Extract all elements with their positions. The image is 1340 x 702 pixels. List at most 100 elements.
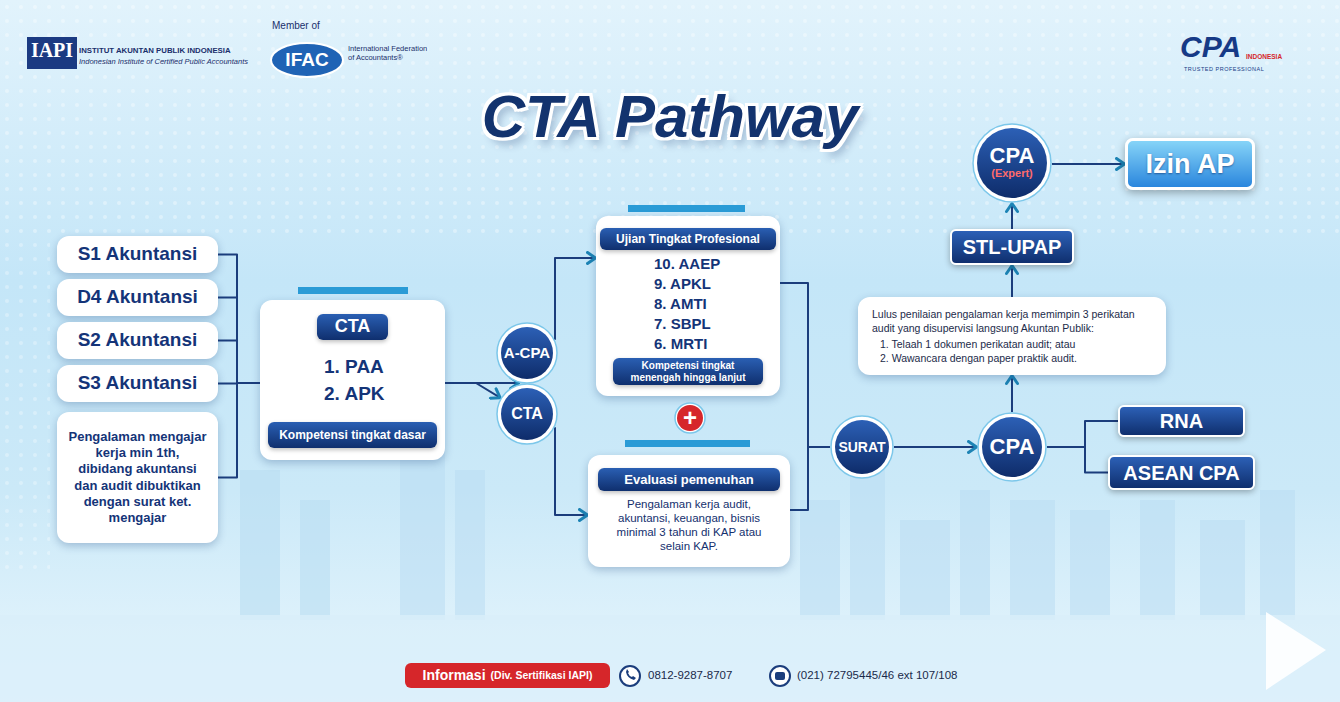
- node-text: Kompetensi tingkat menengah hingga lanju…: [619, 360, 757, 383]
- connector: [1011, 265, 1013, 297]
- circle-fill: [677, 405, 703, 431]
- node-text: Lulus penilaian pengalaman kerja memimpi…: [872, 307, 1152, 335]
- logo-text: International Federation of Accountants®: [348, 45, 428, 62]
- connector: [894, 446, 977, 448]
- node-text: S1 Akuntansi: [78, 243, 198, 266]
- dot-pattern: [0, 0, 1340, 240]
- route-circle: A-CPA: [496, 322, 558, 384]
- connector: [1047, 447, 1108, 473]
- route-circle: CTA: [496, 383, 558, 445]
- skyline-building: [1140, 500, 1175, 620]
- node-text: (Expert): [991, 167, 1033, 180]
- accent-bar: [298, 287, 408, 294]
- cpa-circle: CPA: [977, 412, 1047, 482]
- page-title: CTA Pathway: [0, 84, 1340, 150]
- node-text: STL-UPAP: [963, 235, 1062, 259]
- node-text: +: [683, 406, 697, 430]
- node-text: 9. APKL: [654, 274, 711, 294]
- logo-text: CPA: [1180, 30, 1241, 65]
- skyline-building: [300, 500, 330, 620]
- node-text: CTA: [335, 316, 371, 338]
- connector: [218, 383, 260, 478]
- node-text: A-CPA: [504, 344, 550, 362]
- node-text: Pengalaman mengajar kerja min 1th, dibid…: [67, 429, 208, 527]
- circle-fill: [982, 417, 1042, 477]
- stl-upap-box: STL-UPAP: [950, 229, 1074, 265]
- level-pill: Kompetensi tingkat menengah hingga lanju…: [613, 358, 763, 385]
- logo-text: INSTITUT AKUNTAN PUBLIK INDONESIA: [79, 47, 231, 56]
- recognition-box: ASEAN CPA: [1108, 455, 1255, 490]
- degree-box: S2 Akuntansi: [57, 322, 218, 359]
- logo-text: Member of: [272, 20, 320, 32]
- node-text: D4 Akuntansi: [77, 286, 198, 309]
- logo-text: IAPI: [29, 39, 75, 62]
- stage-heading: CTA: [317, 314, 388, 340]
- skyline-building: [455, 470, 485, 620]
- circle-ring: [497, 384, 557, 444]
- skyline-building: [1070, 510, 1110, 620]
- connector: [1052, 163, 1125, 165]
- skyline-building: [900, 520, 950, 620]
- logo-text: TRUSTED PROFESSIONAL: [1184, 66, 1264, 72]
- skyline-building: [240, 470, 280, 620]
- circle-fill: [977, 128, 1047, 198]
- water-band: [0, 615, 1340, 702]
- logo-text: IFAC: [271, 49, 343, 71]
- degree-box: S1 Akuntansi: [57, 236, 218, 273]
- circle-ring: [497, 323, 557, 383]
- connector: [555, 427, 588, 515]
- accent-bar: [628, 205, 745, 212]
- node-text: 6. MRTI: [654, 334, 707, 354]
- logo-oval: [271, 43, 343, 77]
- node-text: Pengalaman kerja audit, akuntansi, keuan…: [600, 498, 778, 553]
- connector: [1047, 421, 1118, 447]
- skyline-building: [1260, 490, 1295, 620]
- exam-card: 10. AAEP9. APKL8. AMTI7. SBPL6. MRTIUjia…: [596, 216, 780, 396]
- node-text: S2 Akuntansi: [78, 329, 198, 352]
- node-text: 1. Telaah 1 dokumen perikatan audit; ata…: [872, 337, 1075, 351]
- skyline-building: [1200, 520, 1245, 620]
- license-box: Izin AP: [1125, 138, 1255, 190]
- recognition-box: RNA: [1118, 405, 1245, 437]
- phone-icon: [770, 666, 790, 686]
- node-text: 8. AMTI: [654, 294, 707, 314]
- node-text: Evaluasi pemenuhan: [624, 472, 753, 488]
- plus-sign: +: [674, 402, 706, 434]
- node-text: Izin AP: [1145, 148, 1234, 180]
- contact-text: 0812-9287-8707: [648, 669, 732, 682]
- node-text: CPA: [990, 434, 1035, 460]
- circle-fill: [501, 327, 553, 379]
- circle-ring: [973, 124, 1051, 202]
- logo-block: [27, 37, 77, 69]
- expert-circle: CPA(Expert): [972, 123, 1052, 203]
- node-text: 2. APK: [324, 381, 385, 408]
- circle-ring: [831, 416, 893, 478]
- skyline-building: [850, 470, 885, 620]
- degree-box: D4 Akuntansi: [57, 279, 218, 316]
- level-pill: Kompetensi tingkat dasar: [268, 422, 437, 448]
- node-text: Ujian Tingkat Profesional: [616, 232, 760, 246]
- connector: [1011, 203, 1013, 229]
- stage-card: 1. PAA2. APK CTA Kompetensi tingkat dasar: [260, 300, 445, 460]
- node-text: 10. AAEP: [654, 254, 720, 274]
- exam-heading: Ujian Tingkat Profesional: [600, 228, 776, 250]
- connector: [218, 298, 260, 384]
- assessment-note: Lulus penilaian pengalaman kerja memimpi…: [858, 297, 1166, 375]
- connector: [780, 283, 830, 447]
- circle-fill: [501, 388, 553, 440]
- logo-text: Indonesian Institute of Certified Public…: [79, 58, 248, 67]
- evaluation-card: Pengalaman kerja audit, akuntansi, keuan…: [588, 455, 790, 567]
- circle-ring: [978, 413, 1046, 481]
- skyline-building: [960, 490, 990, 620]
- connector: [218, 341, 260, 384]
- connector: [555, 258, 596, 340]
- node-text: 1. PAA: [324, 354, 384, 381]
- whatsapp-icon: [620, 666, 640, 686]
- node-text: 2. Wawancara dengan paper praktik audit.: [872, 351, 1077, 365]
- phone-icon: [775, 672, 785, 680]
- skyline-building: [800, 500, 840, 620]
- node-text: SURAT: [838, 439, 885, 456]
- contact-text: (021) 72795445/46 ext 107/108: [797, 669, 958, 682]
- info-pill: Informasi(Div. Sertifikasi IAPI): [405, 663, 610, 688]
- accent-bar: [625, 440, 750, 447]
